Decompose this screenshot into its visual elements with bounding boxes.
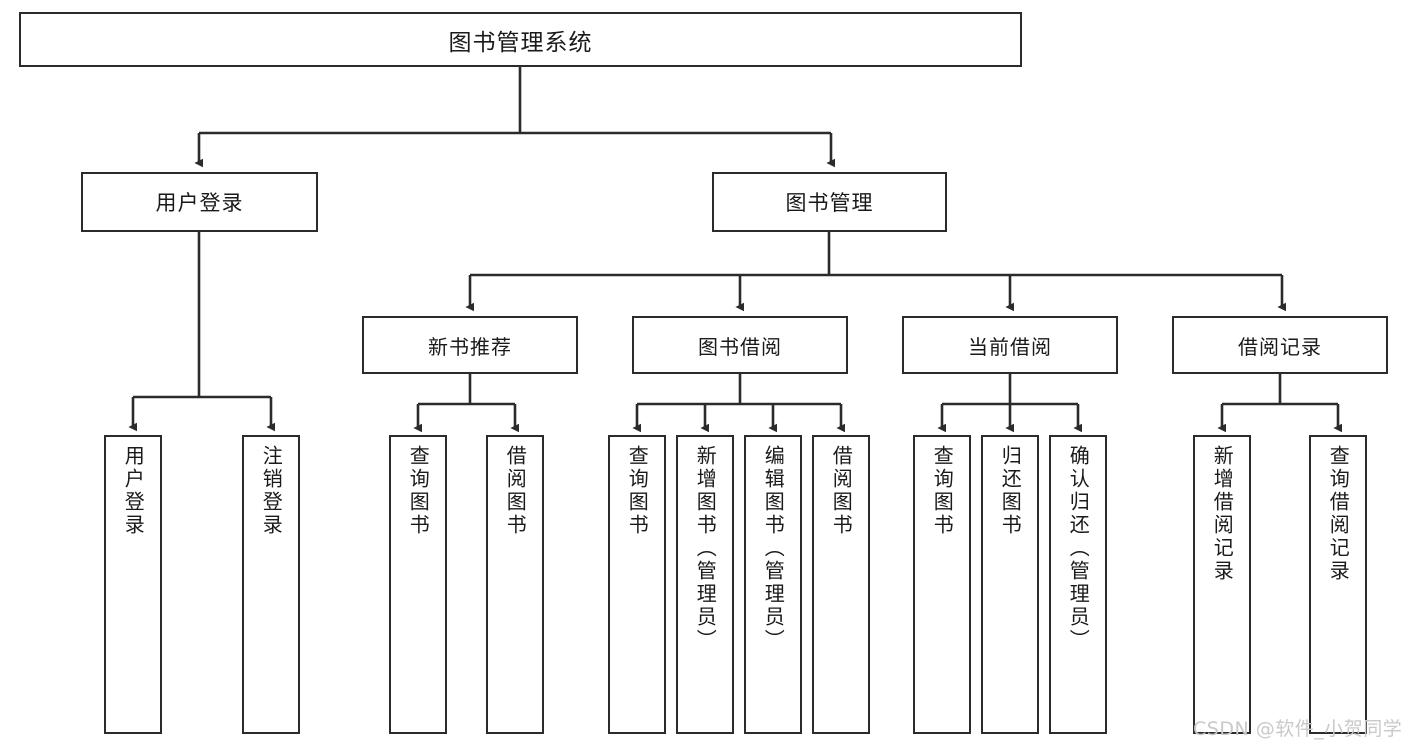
leaf-logout-login[interactable]: 注销登录 <box>242 435 300 734</box>
node-new-book-recommend-label: 新书推荐 <box>428 334 512 359</box>
node-borrow-record-label: 借阅记录 <box>1238 334 1322 359</box>
leaf-return-book-label: 归还图书 <box>998 445 1023 537</box>
node-root[interactable]: 图书管理系统 <box>19 12 1022 67</box>
csdn-watermark: CSDN @软件_小贺同学 <box>1193 718 1403 740</box>
leaf-borrow-book-2-label: 借阅图书 <box>829 445 854 537</box>
node-root-label: 图书管理系统 <box>448 29 593 56</box>
leaf-query-book-3-label: 查询图书 <box>930 445 955 537</box>
leaf-return-book[interactable]: 归还图书 <box>981 435 1039 734</box>
leaf-add-book-label: 新增图书（管理员） <box>693 445 718 652</box>
node-current-borrow[interactable]: 当前借阅 <box>902 316 1118 374</box>
leaf-edit-book[interactable]: 编辑图书（管理员） <box>744 435 802 734</box>
leaf-query-record[interactable]: 查询借阅记录 <box>1309 435 1367 734</box>
leaf-confirm-return-label: 确认归还（管理员） <box>1066 445 1091 652</box>
leaf-user-login-label: 用户登录 <box>121 445 146 537</box>
node-borrow-record[interactable]: 借阅记录 <box>1172 316 1388 374</box>
leaf-confirm-return[interactable]: 确认归还（管理员） <box>1049 435 1107 734</box>
leaf-edit-book-label: 编辑图书（管理员） <box>761 445 786 652</box>
leaf-query-book-1-label: 查询图书 <box>406 445 431 537</box>
node-user-login[interactable]: 用户登录 <box>81 172 318 232</box>
leaf-add-book[interactable]: 新增图书（管理员） <box>676 435 734 734</box>
leaf-query-record-label: 查询借阅记录 <box>1326 445 1351 583</box>
node-current-borrow-label: 当前借阅 <box>968 334 1052 359</box>
leaf-user-login[interactable]: 用户登录 <box>104 435 162 734</box>
leaf-borrow-book-2[interactable]: 借阅图书 <box>812 435 870 734</box>
leaf-borrow-book-1[interactable]: 借阅图书 <box>486 435 544 734</box>
leaf-query-book-1[interactable]: 查询图书 <box>389 435 447 734</box>
node-book-borrow-label: 图书借阅 <box>698 334 782 359</box>
node-user-login-label: 用户登录 <box>155 191 244 215</box>
leaf-add-record-label: 新增借阅记录 <box>1210 445 1235 583</box>
leaf-borrow-book-1-label: 借阅图书 <box>503 445 528 537</box>
leaf-query-book-3[interactable]: 查询图书 <box>913 435 971 734</box>
node-book-manage-label: 图书管理 <box>785 191 874 215</box>
leaf-query-book-2[interactable]: 查询图书 <box>608 435 666 734</box>
node-new-book-recommend[interactable]: 新书推荐 <box>362 316 578 374</box>
leaf-logout-login-label: 注销登录 <box>259 445 284 537</box>
node-book-borrow[interactable]: 图书借阅 <box>632 316 848 374</box>
leaf-add-record[interactable]: 新增借阅记录 <box>1193 435 1251 734</box>
leaf-query-book-2-label: 查询图书 <box>625 445 650 537</box>
node-book-manage[interactable]: 图书管理 <box>712 172 947 232</box>
